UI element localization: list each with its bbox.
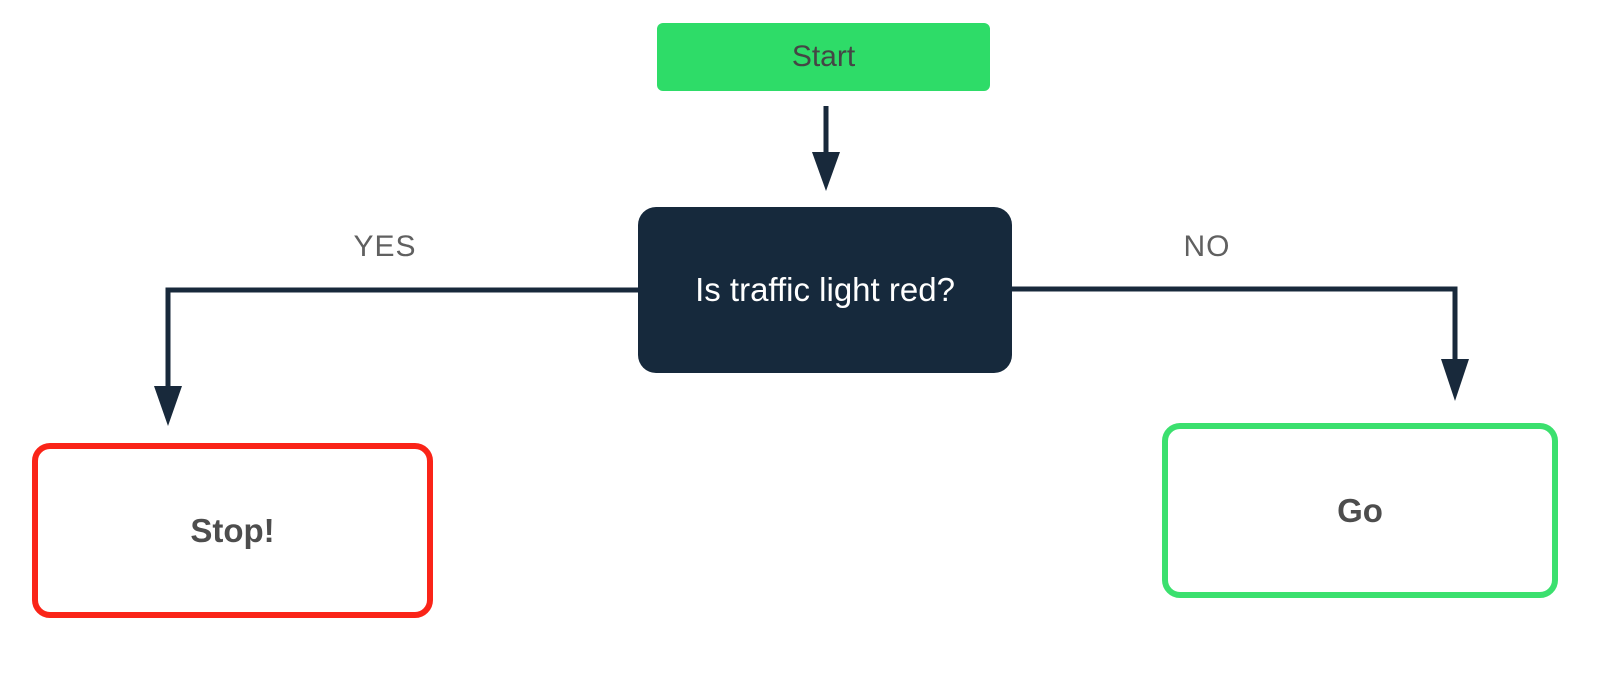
question-node-label: Is traffic light red?: [695, 271, 955, 308]
question-node: Is traffic light red?: [638, 207, 1012, 373]
arrow-no-to-go: [1012, 286, 1469, 401]
no-edge-label-text: NO: [1183, 230, 1231, 263]
go-node: Go: [1162, 423, 1558, 598]
arrow-start-to-question: [812, 106, 840, 191]
yes-edge-label-text: YES: [353, 230, 417, 263]
stop-node-label: Stop!: [190, 511, 275, 549]
start-node: Start: [657, 23, 990, 91]
go-node-label: Go: [1337, 491, 1383, 529]
no-edge-label: NO: [1147, 227, 1267, 267]
stop-node: Stop!: [32, 443, 433, 618]
yes-edge-label: YES: [325, 227, 445, 267]
arrow-yes-to-stop: [154, 287, 638, 426]
start-node-label: Start: [791, 40, 856, 73]
